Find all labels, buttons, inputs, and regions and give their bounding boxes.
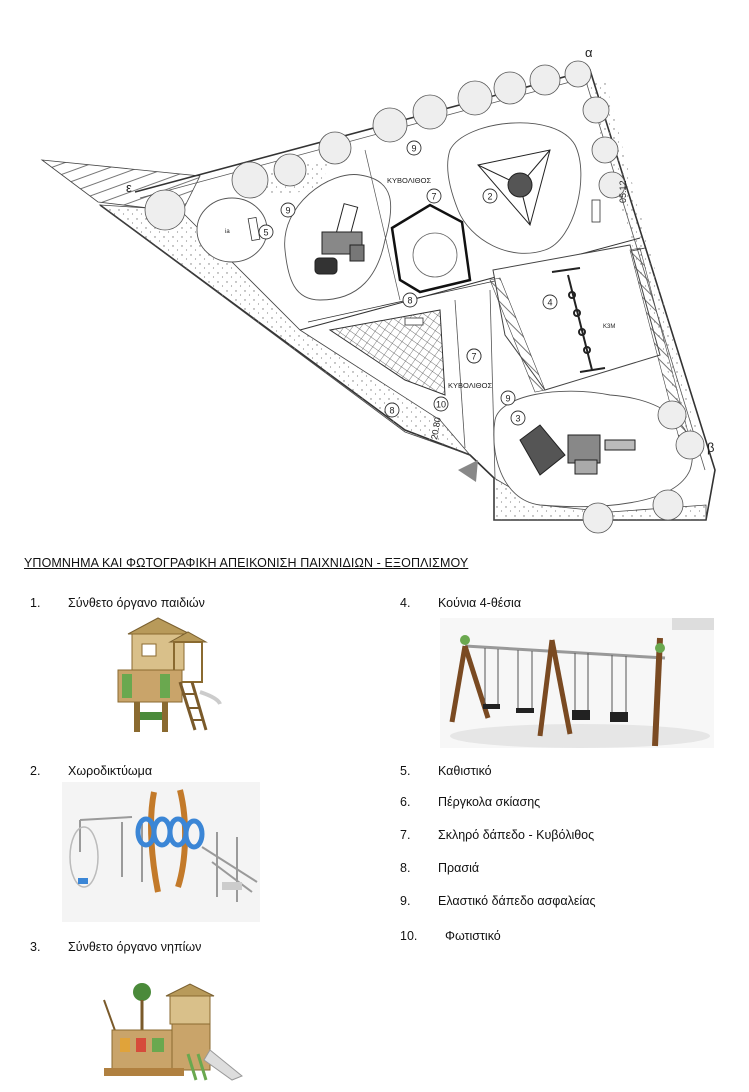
legend-item-8: 8. Πρασιά [400, 861, 479, 875]
zone-marker-number: 9 [505, 394, 510, 404]
legend-item-label: Κούνια 4-θέσια [438, 596, 522, 610]
zone-marker-number: 4 [547, 298, 552, 308]
legend-item-1: 1. Σύνθετο όργανο παιδιών [30, 596, 205, 610]
legend-item-2: 2. Χωροδικτύωμα [30, 764, 152, 778]
hatched-area [328, 309, 446, 396]
legend-item-number: 9. [400, 894, 411, 908]
zone-marker-circle [510, 410, 526, 426]
equipment-1-symbol [314, 203, 365, 275]
legend-item-number: 2. [30, 764, 41, 778]
dimension-label-south: 20.80 [429, 416, 443, 440]
zone-marker-circle [426, 188, 442, 204]
north-arrow-icon [458, 460, 478, 482]
zone-marker-circle [466, 348, 482, 364]
legend-item-number: 3. [30, 940, 41, 954]
equipment-3-symbol [519, 424, 636, 476]
zone-number-markers: 97295747938108 [258, 140, 558, 426]
equipment-4-symbol [551, 267, 606, 373]
photo-toddler-complex [103, 983, 243, 1081]
divider-line [489, 289, 496, 479]
legend-title: ΥΠΟΜΝΗΜΑ ΚΑΙ ΦΩΤΟΓΡΑΦΙΚΗ ΑΠΕΙΚΟΝΙΣΗ ΠΑΙΧ… [24, 556, 469, 570]
bench-center [404, 317, 424, 326]
corner-label-alpha: α [585, 45, 593, 60]
legend-item-label: Σκληρό δάπεδο - Κυβόλιθος [438, 828, 595, 842]
zone-marker-number: 3 [515, 414, 520, 424]
zone-marker-circle [280, 202, 296, 218]
swing-area [492, 244, 661, 391]
pergola-tree [412, 232, 458, 278]
photo-four-seat-swing [440, 618, 714, 748]
small-label-swing: K3M [603, 324, 615, 330]
corner-label-epsilon: ε [126, 180, 132, 195]
photo-space-net [62, 782, 260, 922]
legend-item-number: 7. [400, 828, 411, 842]
equipment-2-symbol [477, 149, 551, 227]
legend-item-number: 6. [400, 795, 411, 809]
legend-item-label: Χωροδικτύωμα [68, 764, 153, 778]
legend-item-label: Πέργκολα σκίασης [438, 795, 541, 809]
divider-line [454, 299, 466, 449]
zone-marker-number: 2 [487, 192, 492, 202]
surface-label-bottom: ΚΥΒΟΛΙΘΟΣ [448, 381, 492, 390]
legend-item-6: 6. Πέργκολα σκίασης [400, 795, 540, 809]
zone-marker-circle [406, 140, 422, 156]
bench-right [591, 199, 601, 223]
legend-item-label: Σύνθετο όργανο παιδιών [68, 596, 205, 610]
legend-item-label: Φωτιστικό [445, 929, 501, 943]
swing-area-edge-left [489, 277, 546, 393]
zone-marker-circle [258, 224, 274, 240]
zone-marker-circle [542, 294, 558, 310]
small-label-left: ia [225, 229, 230, 235]
zone-marker-circle [402, 292, 418, 308]
boundary-trees [144, 60, 705, 534]
zone-marker-circle [433, 396, 449, 412]
pergola-outline [390, 203, 472, 294]
legend-item-label: Καθιστικό [438, 764, 492, 778]
zone-marker-number: 9 [285, 206, 290, 216]
legend-item-label: Σύνθετο όργανο νηπίων [68, 940, 202, 954]
legend-item-10: 10. Φωτιστικό [400, 929, 501, 943]
zone-marker-number: 7 [431, 192, 436, 202]
zone-marker-number: 9 [411, 144, 416, 154]
photo-complex-play-structure [117, 617, 222, 732]
zone-marker-circle [500, 390, 516, 406]
zone-marker-number: 8 [407, 296, 412, 306]
zone-marker-number: 7 [471, 352, 476, 362]
legend-item-number: 8. [400, 861, 411, 875]
legend-item-5: 5. Καθιστικό [400, 764, 492, 778]
legend-item-number: 4. [400, 596, 411, 610]
legend-item-4: 4. Κούνια 4-θέσια [400, 596, 521, 610]
legend-item-label: Ελαστικό δάπεδο ασφαλείας [438, 894, 596, 908]
dimension-label-east: 05.12 [618, 180, 628, 203]
surface-label-top: ΚΥΒΟΛΙΘΟΣ [387, 176, 431, 185]
zone-marker-number: 8 [389, 406, 394, 416]
zone-marker-circle [482, 188, 498, 204]
legend-item-number: 5. [400, 764, 411, 778]
bench-left [247, 217, 261, 241]
legend-item-7: 7. Σκληρό δάπεδο - Κυβόλιθος [400, 828, 594, 842]
zone-marker-circle [384, 402, 400, 418]
zone-marker-number: 10 [436, 400, 446, 410]
legend-item-3: 3. Σύνθετο όργανο νηπίων [30, 940, 201, 954]
legend-item-9: 9. Ελαστικό δάπεδο ασφαλείας [400, 894, 595, 908]
legend-item-number: 1. [30, 596, 41, 610]
site-plan-drawing: 97295747938108 α β ε ΚΥΒΟΛΙΘΟΣ ΚΥΒΟΛΙΘΟΣ… [40, 45, 716, 534]
zone-marker-number: 5 [263, 228, 268, 238]
corner-label-beta: β [707, 440, 714, 455]
legend-item-label: Πρασιά [438, 861, 480, 875]
legend-item-number: 10. [400, 929, 418, 943]
divider-line [364, 149, 401, 301]
